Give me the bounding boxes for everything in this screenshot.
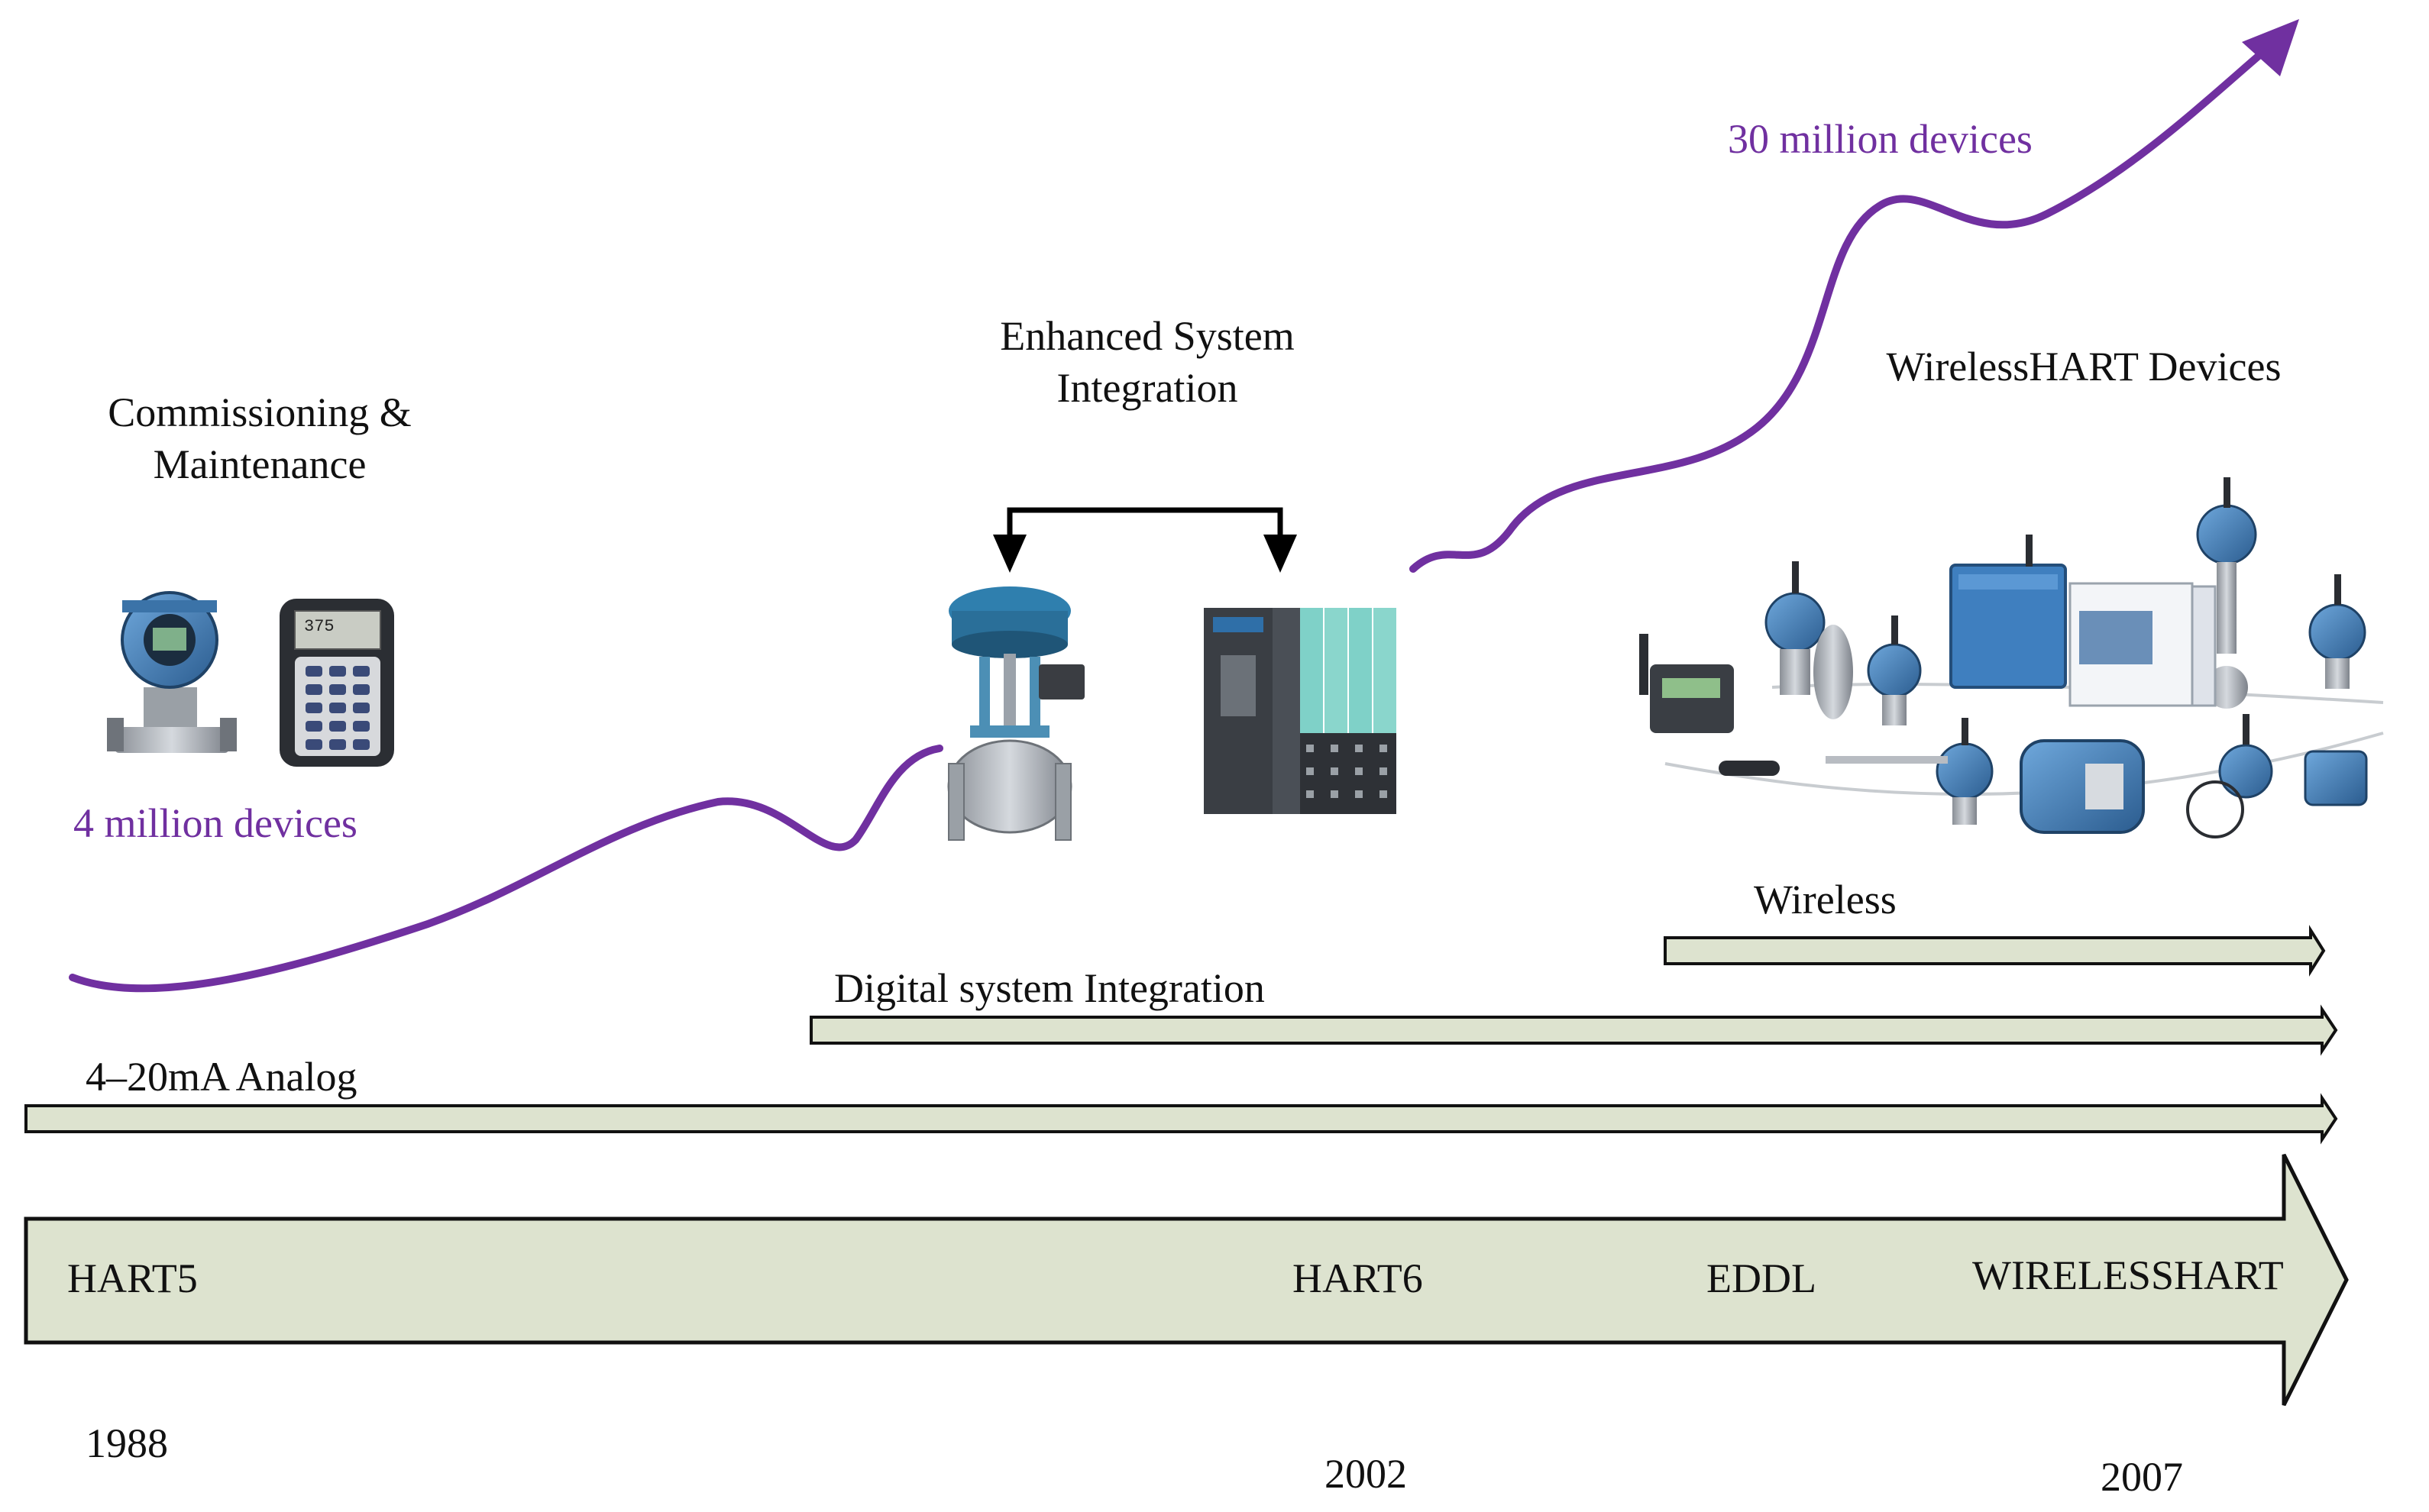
wireless-devices-cluster-icon [1639,477,2384,838]
growth-arrowhead-icon [2242,19,2299,76]
caption-enhanced-line2: Integration [1057,365,1238,411]
timeline: HART5 HART6 EDDL WIRELESSHART 1988 2002 … [24,1153,2349,1500]
milestone-hart5: HART5 [67,1255,198,1301]
milestone-eddl: EDDL [1706,1255,1816,1301]
caption-commissioning-line2: Maintenance [154,441,367,487]
year-2007: 2007 [2101,1454,2183,1500]
control-valve-icon [947,586,1085,841]
growth-curve [69,19,2299,993]
growth-count-early: 4 million devices [73,800,357,846]
track-analog-label: 4–20mA Analog [86,1054,357,1100]
track-analog-arrow [24,1093,2338,1145]
track-digital: Digital system Integration [810,965,2338,1056]
plc-controller-icon [1204,608,1396,814]
track-wireless-arrow [1664,925,2326,977]
group-enhanced-integration [947,507,1396,841]
caption-enhanced-line1: Enhanced System [1000,313,1294,359]
milestone-wirelesshart: WIRELESSHART [1972,1252,2284,1298]
track-wireless-label: Wireless [1754,877,1897,922]
caption-wirelesshart-devices: WirelessHART Devices [1887,344,2282,389]
track-digital-label: Digital system Integration [834,965,1265,1011]
bidirectional-link-arrow-icon [993,507,1297,573]
track-wireless: Wireless [1664,877,2326,977]
track-analog: 4–20mA Analog [24,1054,2338,1145]
growth-curve-late [1409,31,2288,573]
growth-count-late: 30 million devices [1728,116,2033,162]
milestone-hart6: HART6 [1292,1255,1423,1301]
year-1988: 1988 [86,1420,168,1466]
growth-curve-early [69,745,943,993]
group-commissioning-devices: 375 [107,591,394,767]
timeline-arrow [24,1153,2349,1407]
caption-commissioning-line1: Commissioning & [108,389,412,435]
handheld-communicator-icon: 375 [280,599,394,767]
pressure-transmitter-icon [107,591,237,753]
track-digital-arrow [810,1004,2338,1056]
svg-text:375: 375 [304,617,335,636]
year-2002: 2002 [1324,1451,1407,1497]
